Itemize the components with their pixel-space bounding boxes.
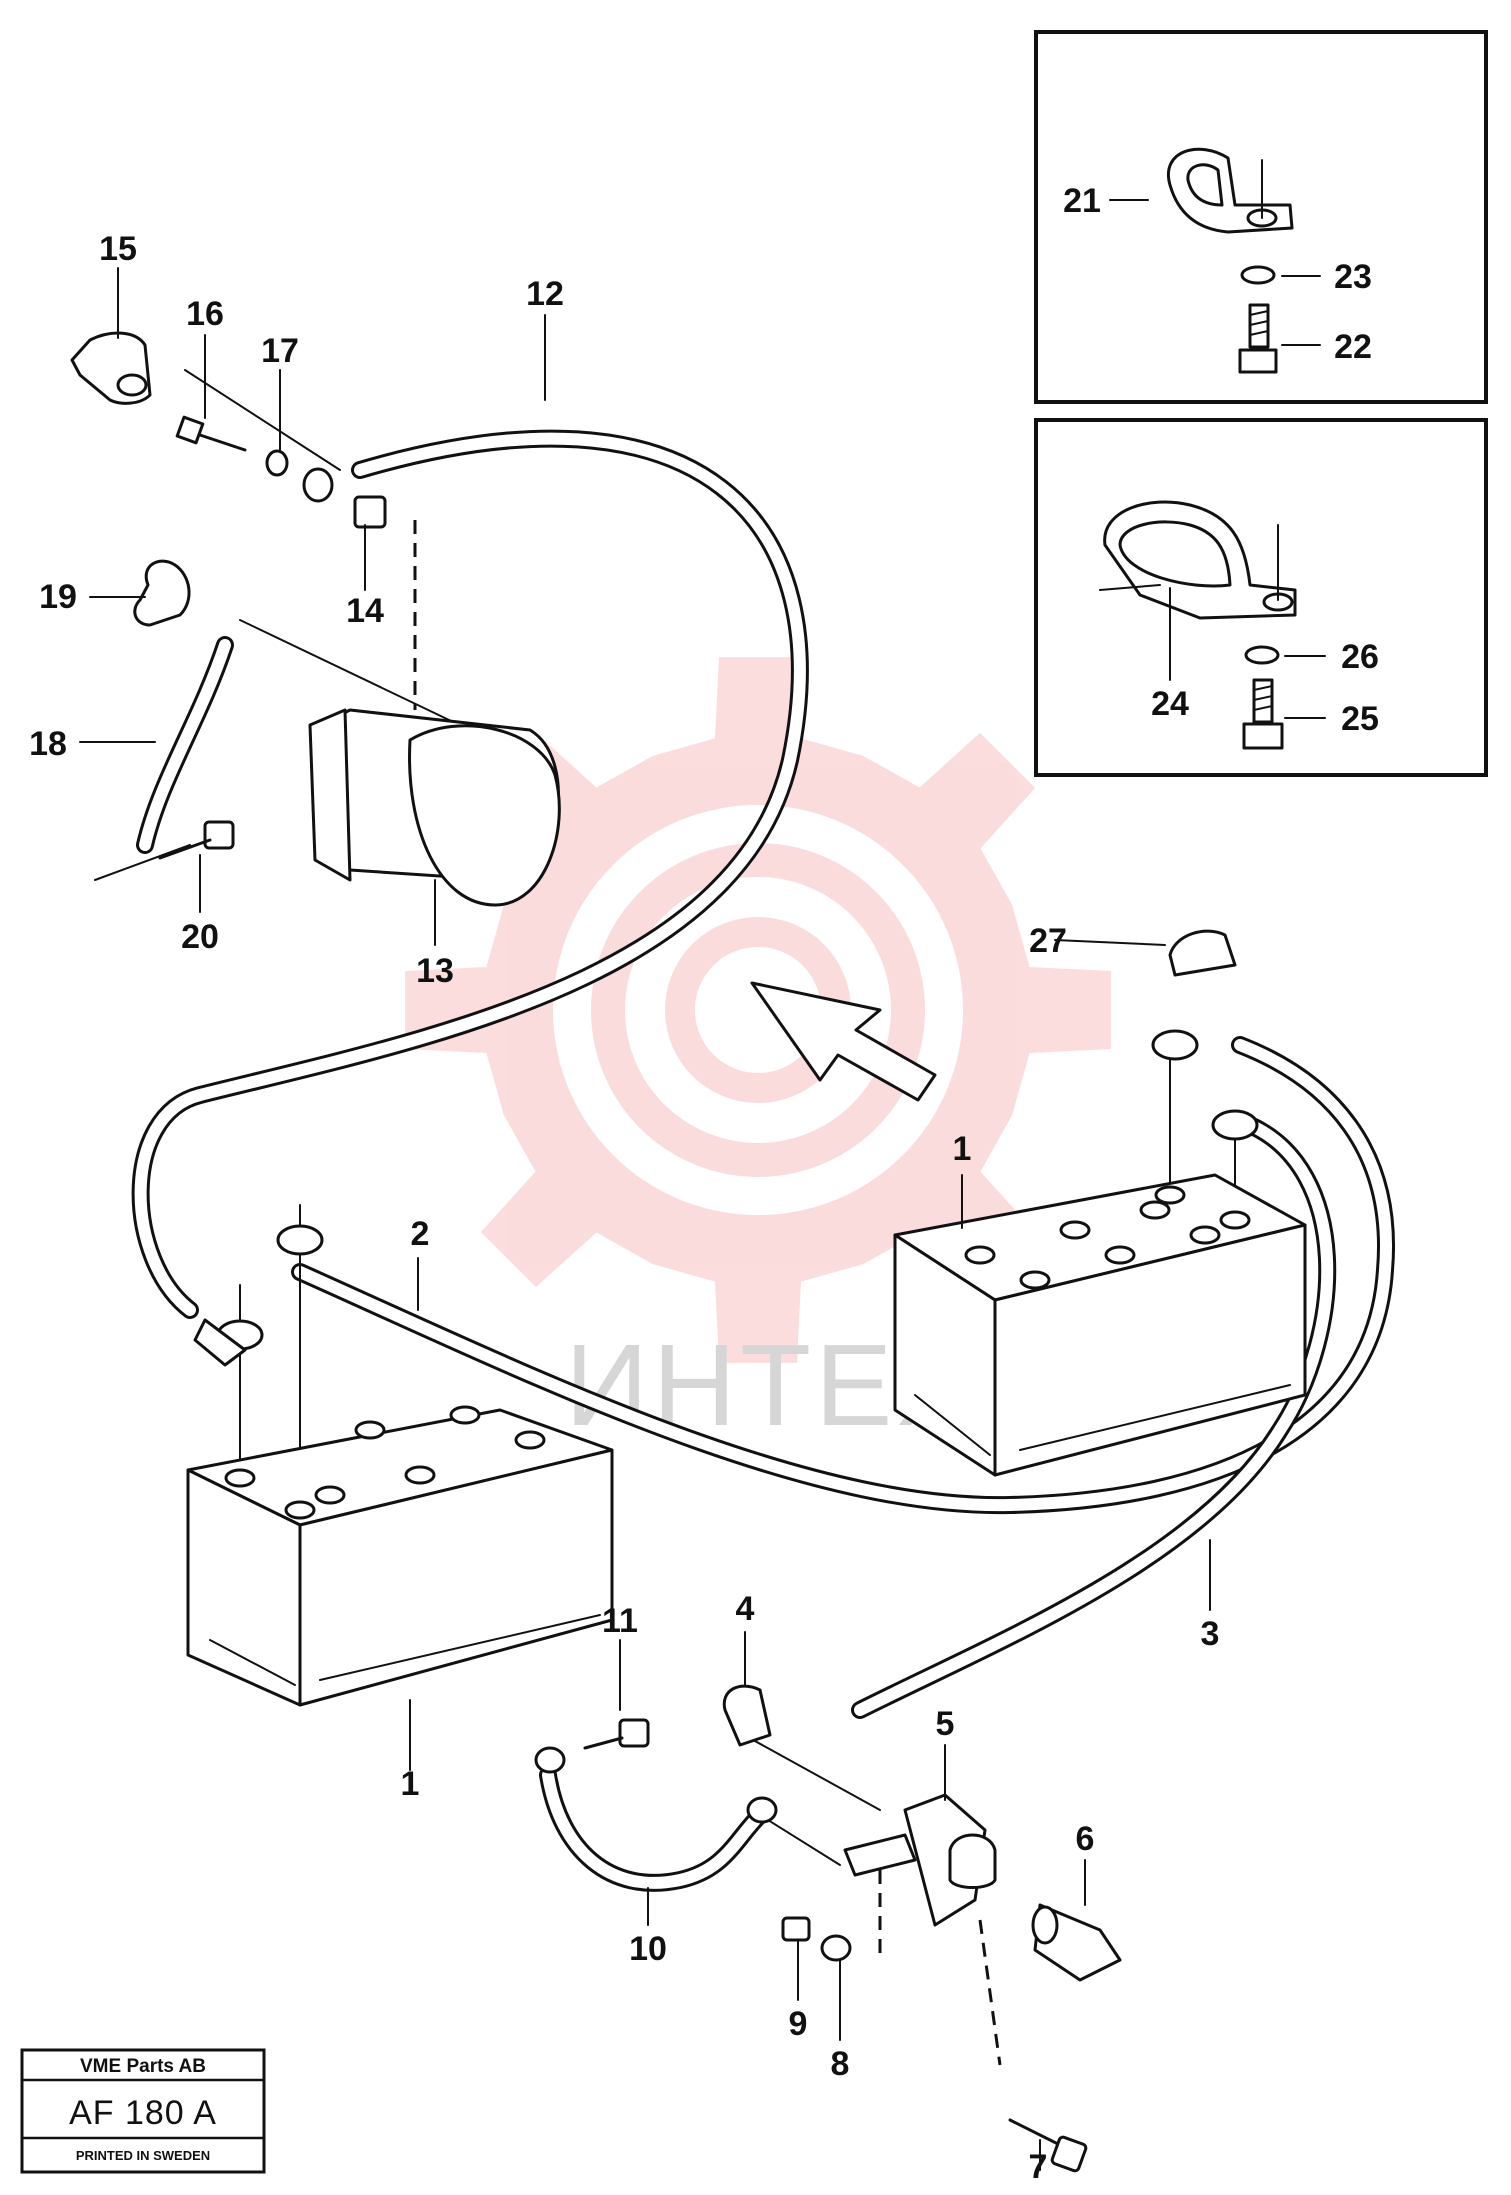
small-parts <box>70 331 1259 2173</box>
battery-right <box>893 1173 1307 1477</box>
callout-3: 3 <box>1201 1615 1220 1653</box>
callout-11: 11 <box>602 1602 638 1640</box>
callout-9: 9 <box>789 2005 808 2043</box>
callout-14: 14 <box>346 592 384 630</box>
callout-22: 22 <box>1334 328 1372 366</box>
cable-2 <box>291 1036 1395 1515</box>
leader-lines <box>79 199 1326 2171</box>
callout-10: 10 <box>629 1930 667 1968</box>
callout-13: 13 <box>416 952 454 990</box>
cable-3 <box>851 1116 1337 1719</box>
callout-15: 15 <box>99 230 137 268</box>
callout-5: 5 <box>936 1705 955 1743</box>
callout-2: 2 <box>411 1215 430 1253</box>
callout-4: 4 <box>736 1590 755 1628</box>
callout-12: 12 <box>526 275 564 313</box>
direction-arrow-icon <box>750 981 937 1102</box>
battery-left <box>186 1405 614 1707</box>
callout-16: 16 <box>186 295 224 333</box>
stamp-code: AF 180 A <box>69 2094 217 2132</box>
callout-1a: 1 <box>953 1130 972 1168</box>
callout-17: 17 <box>261 332 299 370</box>
callout-21: 21 <box>1063 182 1101 220</box>
callout-19: 19 <box>39 578 77 616</box>
callout-labels: 1 1 2 3 4 5 6 7 8 9 10 11 12 13 14 15 16… <box>29 182 1379 2186</box>
callout-6: 6 <box>1076 1820 1095 1858</box>
callout-8: 8 <box>831 2045 850 2083</box>
callout-1b: 1 <box>401 1765 420 1803</box>
inset-clamp-small <box>1034 30 1488 404</box>
callout-25: 25 <box>1341 700 1379 738</box>
inset-clamp-large <box>1034 418 1488 777</box>
starter-motor <box>308 708 561 907</box>
callout-24: 24 <box>1151 685 1189 723</box>
watermark-gear-icon <box>405 657 1111 1363</box>
callout-23: 23 <box>1334 258 1372 296</box>
callout-7: 7 <box>1029 2148 1048 2186</box>
stamp-company: VME Parts AB <box>80 2056 206 2077</box>
callout-26: 26 <box>1341 638 1379 676</box>
cable-12 <box>131 429 809 1319</box>
stamp-printed: PRINTED IN SWEDEN <box>76 2148 210 2163</box>
title-stamp: VME Parts AB AF 180 A PRINTED IN SWEDEN <box>20 2048 266 2174</box>
callout-27: 27 <box>1029 922 1067 960</box>
callout-20: 20 <box>181 918 219 956</box>
cable-10 <box>539 1766 769 1892</box>
callout-18: 18 <box>29 725 67 763</box>
cable-18 <box>136 636 234 854</box>
